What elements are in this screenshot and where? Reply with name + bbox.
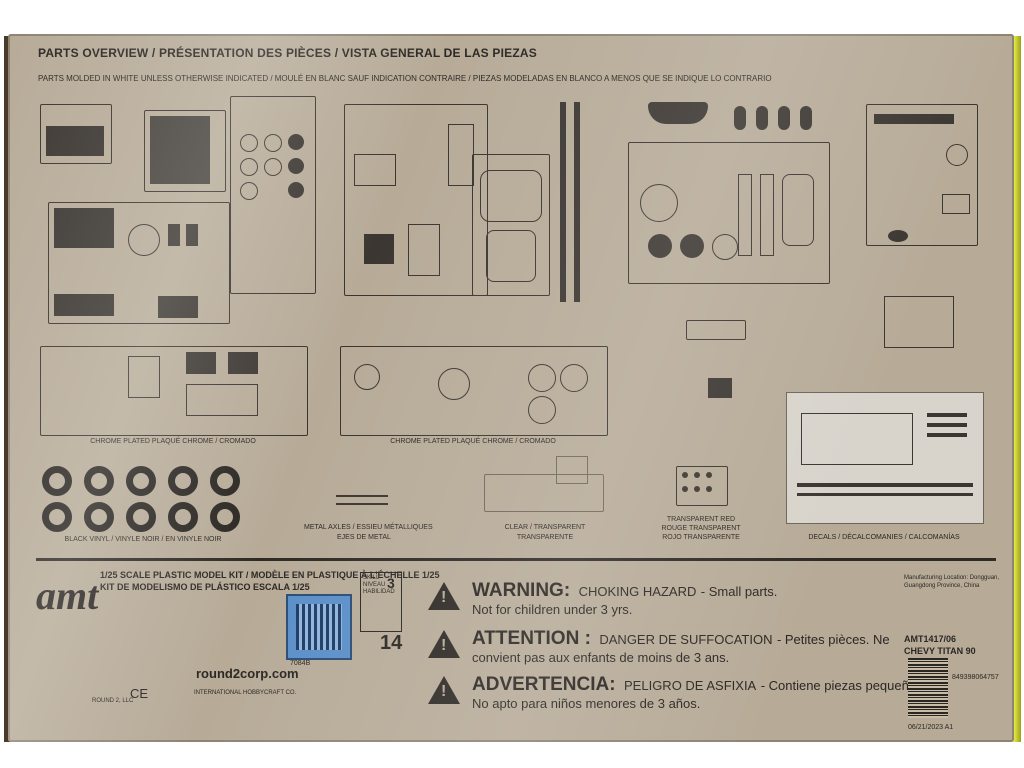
- metal-axles-caption-2: EJES DE METAL: [337, 534, 391, 541]
- amt-logo: amt: [36, 573, 99, 618]
- parts-molded-subtitle: PARTS MOLDED IN WHITE UNLESS OTHERWISE I…: [38, 74, 772, 83]
- trans-red-caption-3: ROJO TRANSPARENTE: [662, 534, 740, 541]
- clear-caption-1: CLEAR / TRANSPARENT: [504, 524, 586, 531]
- kit-scale-line-1: 1/25 SCALE PLASTIC MODEL KIT / MODÈLE EN…: [100, 570, 440, 580]
- kit-scale-line-2: KIT DE MODELISMO DE PLÁSTICO ESCALA 1/25: [100, 582, 310, 592]
- age-rating: 14: [380, 632, 403, 654]
- attention-triangle-icon: [428, 630, 460, 658]
- warning-en: WARNING: CHOKING HAZARD - Small parts.: [472, 580, 778, 601]
- product-code: AMT1417/06: [904, 634, 957, 644]
- trans-red-caption-2: ROUGE TRANSPARENT: [661, 525, 741, 532]
- round2-url: round2corp.com: [196, 666, 299, 681]
- manufacturing-location: Manufacturing Location: Dongguan, Guangd…: [904, 575, 1000, 589]
- skill-level-badge: SKILL NIVEAU HABILIDAD 3: [360, 572, 402, 632]
- company-name: ROUND 2, LLC: [92, 698, 134, 704]
- model-kit-box-back: PARTS OVERVIEW / PRÉSENTATION DES PIÈCES…: [8, 34, 1014, 742]
- ce-mark: CE: [130, 686, 149, 701]
- warning-es: ADVERTENCIA: PELIGRO DE ASFIXIA - Contie…: [472, 674, 927, 695]
- warning-triangle-icon: [428, 582, 460, 610]
- print-date: 06/21/2023 A1: [908, 724, 954, 731]
- decals-caption: DECALS / DÉCALCOMANIES / CALCOMANÍAS: [808, 534, 960, 541]
- product-name: CHEVY TITAN 90: [904, 646, 976, 656]
- chrome-right-caption: CHROME PLATED PLAQUÉ CHROME / CROMADO: [390, 438, 556, 445]
- qr-code-label: 7084B: [290, 660, 311, 667]
- metal-axles-caption-1: METAL AXLES / ESSIEU MÉTALLIQUES: [304, 524, 433, 531]
- trans-red-caption-1: TRANSPARENT RED: [666, 516, 736, 523]
- qr-code: [286, 594, 352, 660]
- decal-sheet: [786, 392, 984, 524]
- divider-rule: [36, 558, 996, 561]
- clear-caption-2: TRANSPARENTE: [516, 534, 574, 541]
- black-vinyl-caption: BLACK VINYL / VINYLE NOIR / EN VINYLE NO…: [64, 536, 222, 543]
- parts-overview-title: PARTS OVERVIEW / PRÉSENTATION DES PIÈCES…: [38, 46, 537, 60]
- chrome-left-caption: CHROME PLATED PLAQUÉ CHROME / CROMADO: [90, 438, 256, 445]
- warning-fr-line2: convient pas aux enfants de moins de 3 a…: [472, 650, 730, 665]
- upc-barcode: [908, 658, 948, 718]
- importer-name: INTERNATIONAL HOBBYCRAFT CO.: [194, 690, 297, 696]
- advertencia-triangle-icon: [428, 676, 460, 704]
- warning-es-line2: No apto para niños menores de 3 años.: [472, 696, 701, 711]
- barcode-number: 849398064757: [952, 674, 999, 681]
- warning-fr: ATTENTION : DANGER DE SUFFOCATION - Peti…: [472, 628, 890, 649]
- warning-en-line2: Not for children under 3 yrs.: [472, 602, 633, 617]
